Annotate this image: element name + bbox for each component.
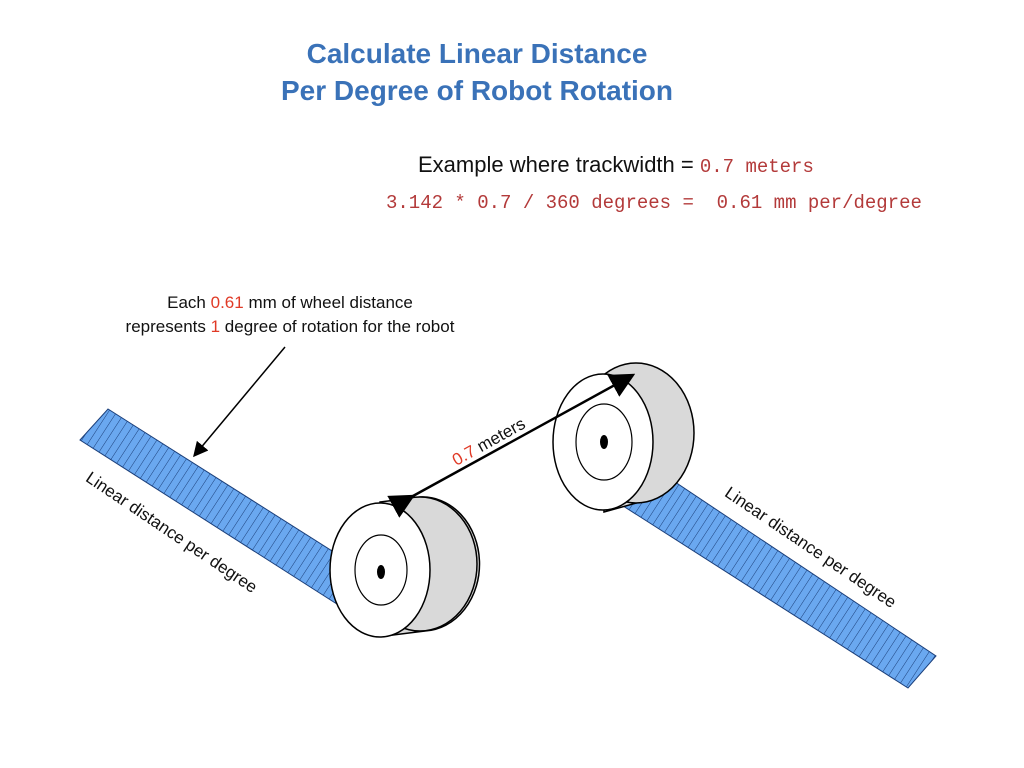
right-wheel-axle <box>600 435 608 449</box>
example-prefix: Example where trackwidth = <box>418 152 700 177</box>
formula-text: 3.142 * 0.7 / 360 degrees = 0.61 mm per/… <box>386 192 922 214</box>
callout-line-1: Each 0.61 mm of wheel distance <box>84 291 496 315</box>
callout-line-2: represents 1 degree of rotation for the … <box>84 315 496 339</box>
trackwidth-arrow <box>387 373 636 518</box>
callout-line-2-pre: represents <box>125 317 211 336</box>
right-distance-strip <box>618 479 937 689</box>
callout-text: Each 0.61 mm of wheel distance represent… <box>84 291 496 339</box>
example-text: Example where trackwidth = 0.7 meters <box>418 152 814 178</box>
callout-line-1-post: mm of wheel distance <box>243 293 413 312</box>
callout-distance-value: 0.61 <box>210 293 244 312</box>
callout-arrow <box>193 346 286 458</box>
left-wheel-axle <box>377 565 385 579</box>
left-wheel <box>329 496 481 638</box>
page-title-line-2: Per Degree of Robot Rotation <box>280 75 673 106</box>
page-title-line-1: Calculate Linear Distance <box>306 38 648 69</box>
callout-degree-value: 1 <box>210 317 221 336</box>
callout-line-2-post: degree of rotation for the robot <box>220 317 455 336</box>
callout-line-1-pre: Each <box>167 293 211 312</box>
example-value: 0.7 meters <box>699 156 814 178</box>
